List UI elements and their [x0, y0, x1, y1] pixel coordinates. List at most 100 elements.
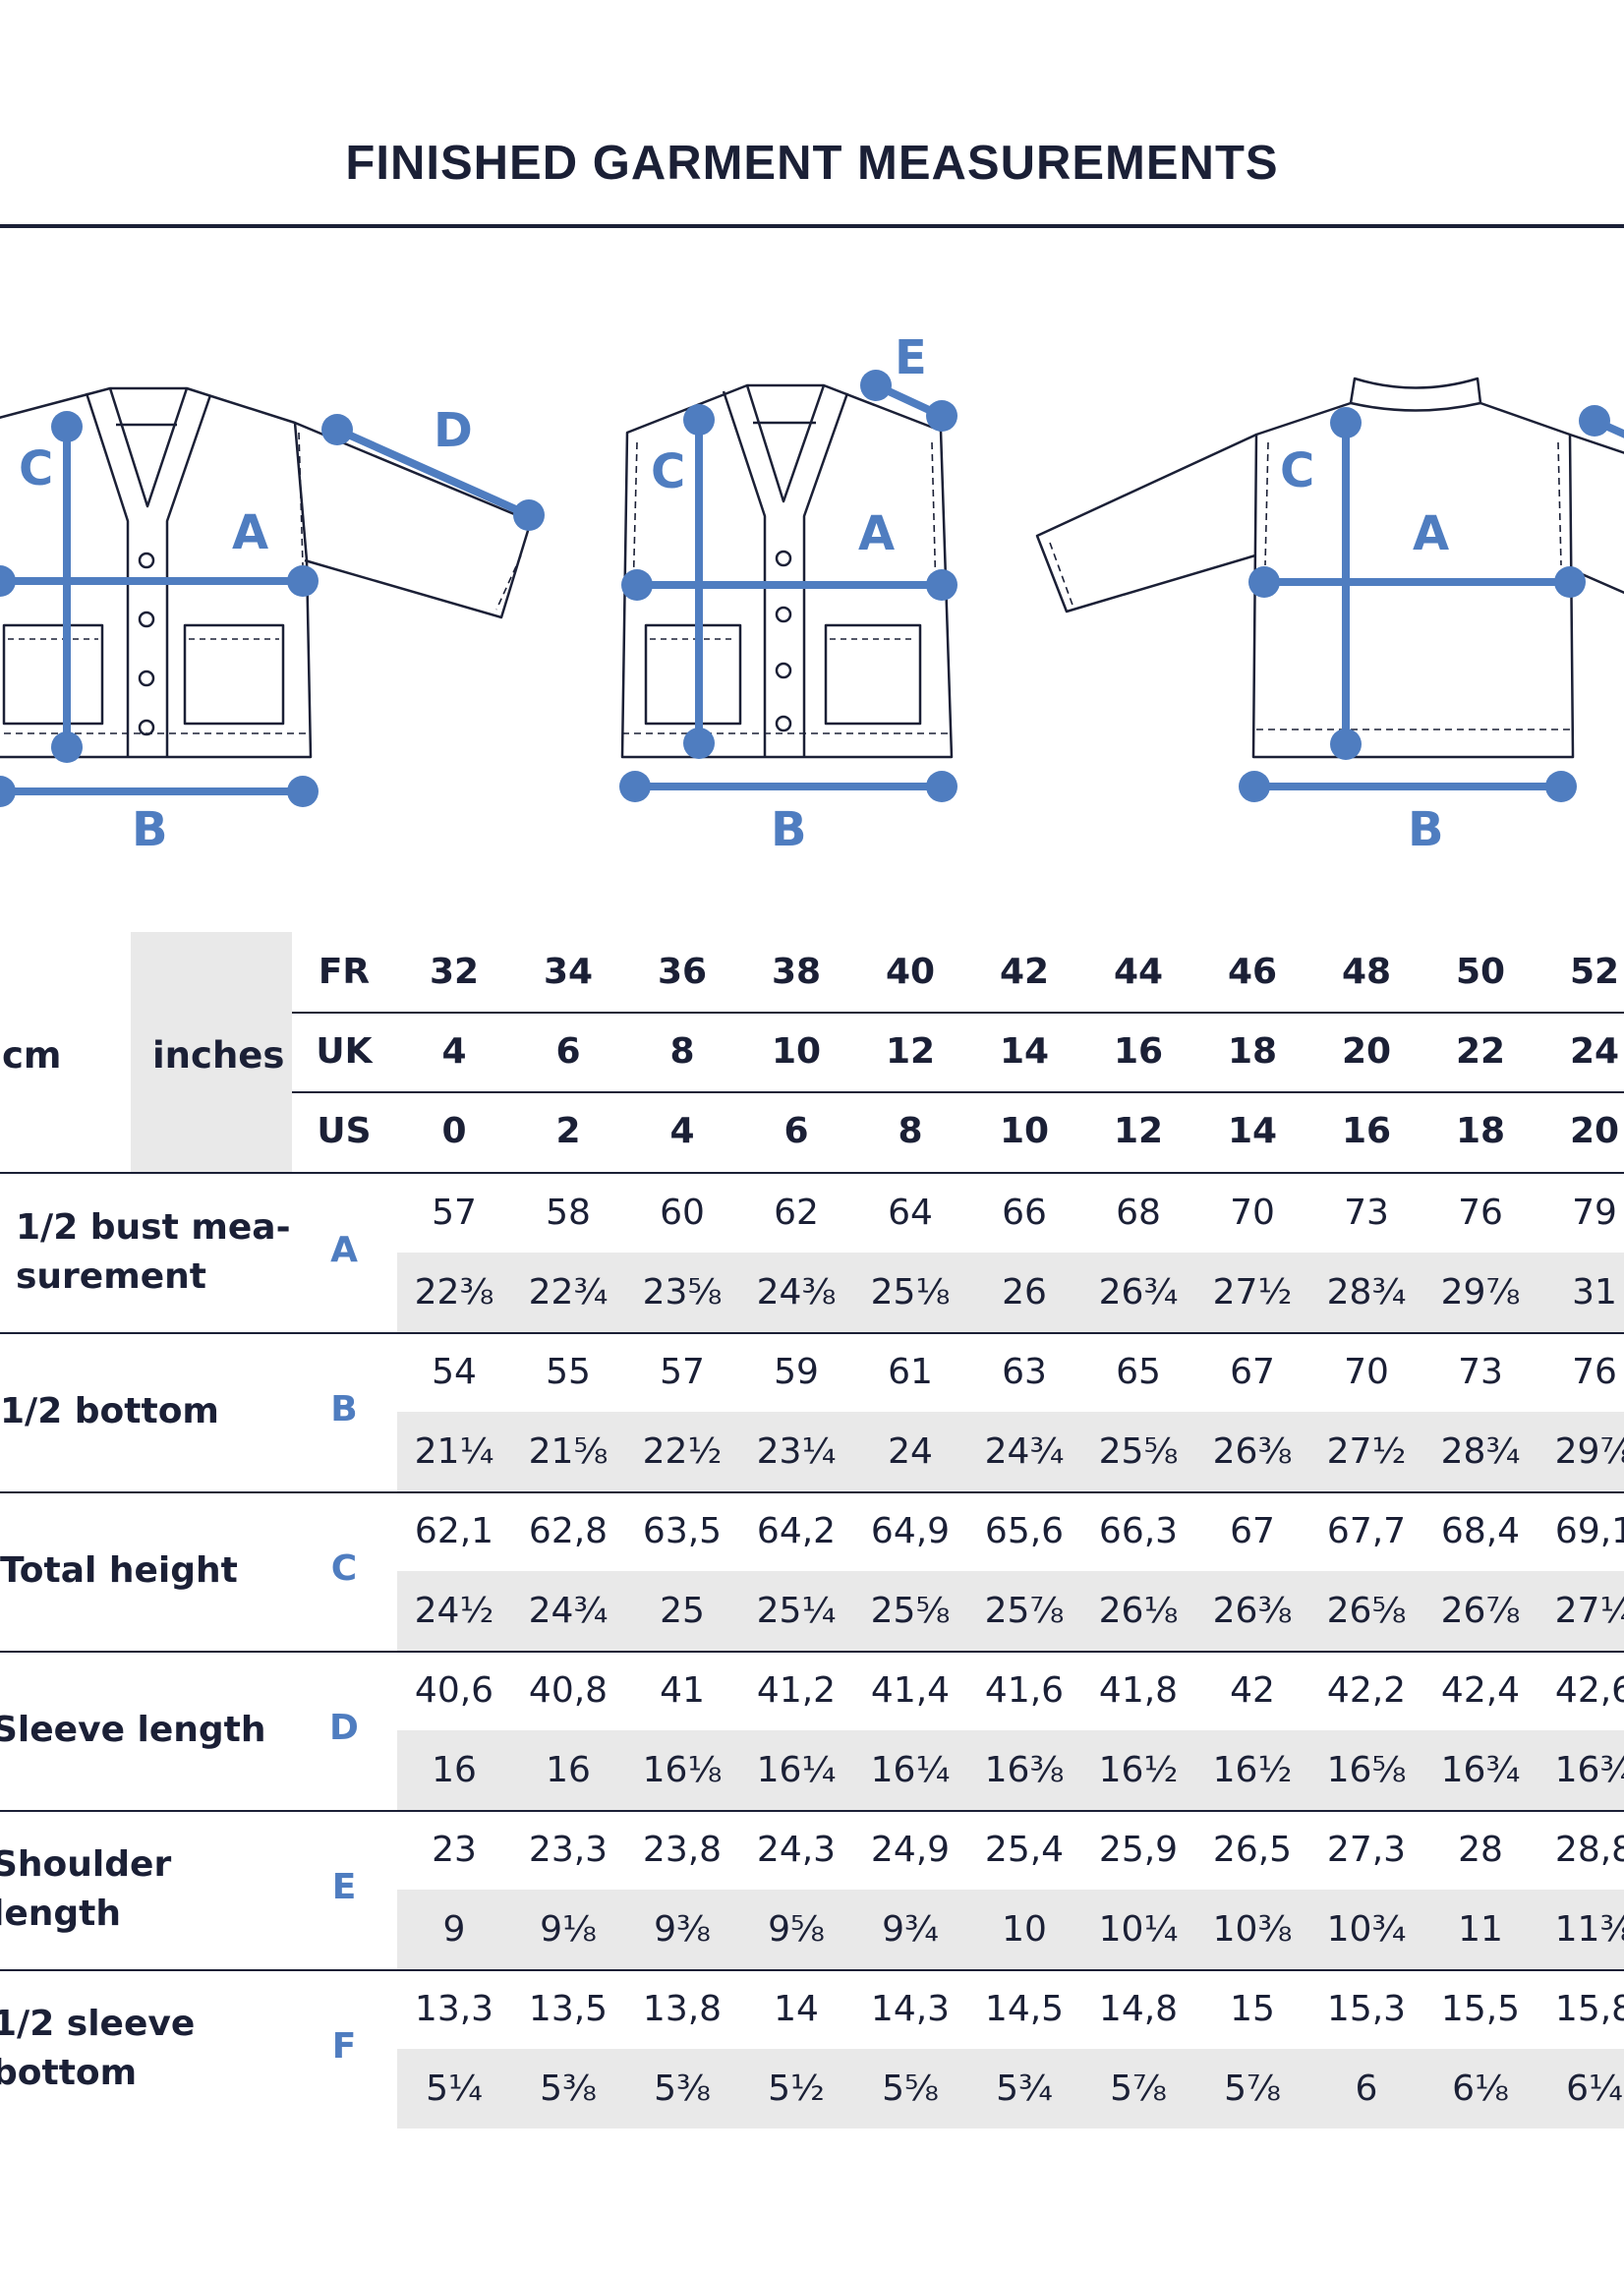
cm-value: 25,4 — [984, 1830, 1065, 1870]
title-rule — [0, 224, 1624, 228]
inches-value: 26⅜ — [1212, 1591, 1293, 1631]
cm-value: 27,3 — [1326, 1830, 1407, 1870]
label-c-3: C — [1280, 443, 1314, 498]
cm-value: 61 — [888, 1352, 933, 1392]
cm-value: 13,3 — [414, 1989, 494, 2029]
inches-value: 25⅝ — [870, 1591, 951, 1631]
cm-value: 66 — [1002, 1193, 1047, 1233]
inches-value: 25¼ — [756, 1591, 837, 1631]
size-value: 20 — [1341, 1031, 1392, 1072]
inches-value: 10⅜ — [1212, 1909, 1293, 1950]
page-title: FINISHED GARMENT MEASUREMENTS — [345, 137, 1279, 190]
inches-value: 25⅝ — [1098, 1431, 1179, 1472]
label-c-1: C — [19, 441, 53, 496]
size-value: 44 — [1113, 952, 1164, 992]
size-value: 2 — [555, 1111, 581, 1151]
size-value: 40 — [885, 952, 936, 992]
cm-value: 63 — [1002, 1352, 1047, 1392]
cm-value: 73 — [1344, 1193, 1389, 1233]
vest-front-measure-lines — [619, 370, 957, 802]
cm-value: 59 — [774, 1352, 819, 1392]
cm-value: 64 — [888, 1193, 933, 1233]
cm-value: 40,8 — [528, 1670, 609, 1711]
row-divider — [0, 1969, 1624, 1971]
cm-value: 69,1 — [1554, 1511, 1624, 1551]
size-value: 34 — [543, 952, 594, 992]
inches-value: 9⅝ — [768, 1909, 825, 1950]
inches-value: 25 — [660, 1591, 705, 1631]
cm-value: 57 — [660, 1352, 705, 1392]
cm-value: 60 — [660, 1193, 705, 1233]
size-value: 8 — [898, 1111, 923, 1151]
inches-row-band — [397, 1890, 1624, 1969]
inches-value: 16 — [432, 1750, 477, 1790]
inches-value: 6 — [1355, 2069, 1378, 2109]
cm-value: 62,8 — [528, 1511, 609, 1551]
cm-value: 63,5 — [642, 1511, 723, 1551]
cm-value: 65,6 — [984, 1511, 1065, 1551]
label-a-1: A — [232, 505, 268, 560]
inches-value: 31 — [1572, 1272, 1617, 1312]
row-divider — [0, 1651, 1624, 1653]
cm-value: 14,5 — [984, 1989, 1065, 2029]
cm-value: 76 — [1572, 1352, 1617, 1392]
inches-value: 25⅛ — [870, 1272, 951, 1312]
size-value: 18 — [1455, 1111, 1506, 1151]
cm-value: 24,3 — [756, 1830, 837, 1870]
cm-value: 23,3 — [528, 1830, 609, 1870]
inches-value: 16½ — [1212, 1750, 1293, 1790]
inches-value: 29⅞ — [1440, 1272, 1521, 1312]
measurement-name: 1/2 bust mea- surement — [16, 1207, 291, 1297]
inches-value: 27¼ — [1554, 1591, 1624, 1631]
cm-value: 41,2 — [756, 1670, 837, 1711]
inches-value: 16⅛ — [642, 1750, 723, 1790]
cardigan-front-measure-lines — [0, 411, 545, 807]
cm-value: 15,5 — [1440, 1989, 1521, 2029]
cm-value: 68 — [1116, 1193, 1161, 1233]
measurement-name: 1/2 bottom — [0, 1391, 219, 1431]
inches-value: 6⅛ — [1452, 2069, 1509, 2109]
size-system-label: UK — [316, 1031, 373, 1072]
size-value: 0 — [441, 1111, 467, 1151]
label-b-2: B — [771, 802, 807, 857]
inches-value: 22⅜ — [414, 1272, 494, 1312]
inches-header: inches — [152, 1034, 285, 1077]
inches-value: 21⅝ — [528, 1431, 609, 1472]
cm-value: 23 — [432, 1830, 477, 1870]
inches-value: 10 — [1002, 1909, 1047, 1950]
inches-value: 27½ — [1212, 1272, 1293, 1312]
inches-value: 5¼ — [426, 2069, 483, 2109]
cm-value: 68,4 — [1440, 1511, 1521, 1551]
inches-value: 24 — [888, 1431, 933, 1472]
inches-value: 28¾ — [1326, 1272, 1407, 1312]
inches-value: 9¾ — [882, 1909, 939, 1950]
size-value: 18 — [1227, 1031, 1278, 1072]
measurement-letter: B — [330, 1389, 358, 1429]
cm-value: 13,8 — [642, 1989, 723, 2029]
inches-value: 5⅜ — [540, 2069, 597, 2109]
measurement-letter: E — [331, 1867, 357, 1907]
inches-value: 24½ — [414, 1591, 494, 1631]
inches-row-band — [397, 1253, 1624, 1332]
cm-value: 28 — [1458, 1830, 1503, 1870]
size-system-label: US — [317, 1111, 372, 1151]
cm-value: 62,1 — [414, 1511, 494, 1551]
cm-value: 40,6 — [414, 1670, 494, 1711]
inches-value: 9⅜ — [654, 1909, 711, 1950]
inches-row-band — [397, 1571, 1624, 1651]
size-value: 16 — [1113, 1031, 1164, 1072]
inches-value: 21¼ — [414, 1431, 494, 1472]
cm-value: 23,8 — [642, 1830, 723, 1870]
inches-value: 26¾ — [1098, 1272, 1179, 1312]
cm-value: 14,3 — [870, 1989, 951, 2029]
cm-header: cm — [2, 1034, 62, 1077]
inches-value: 16¼ — [756, 1750, 837, 1790]
cm-value: 41 — [660, 1670, 705, 1711]
cm-value: 58 — [546, 1193, 591, 1233]
inches-value: 9 — [442, 1909, 466, 1950]
size-value: 8 — [669, 1031, 695, 1072]
inches-value: 16¼ — [870, 1750, 951, 1790]
cm-value: 15 — [1230, 1989, 1275, 2029]
inches-value: 24¾ — [984, 1431, 1065, 1472]
cm-value: 65 — [1116, 1352, 1161, 1392]
